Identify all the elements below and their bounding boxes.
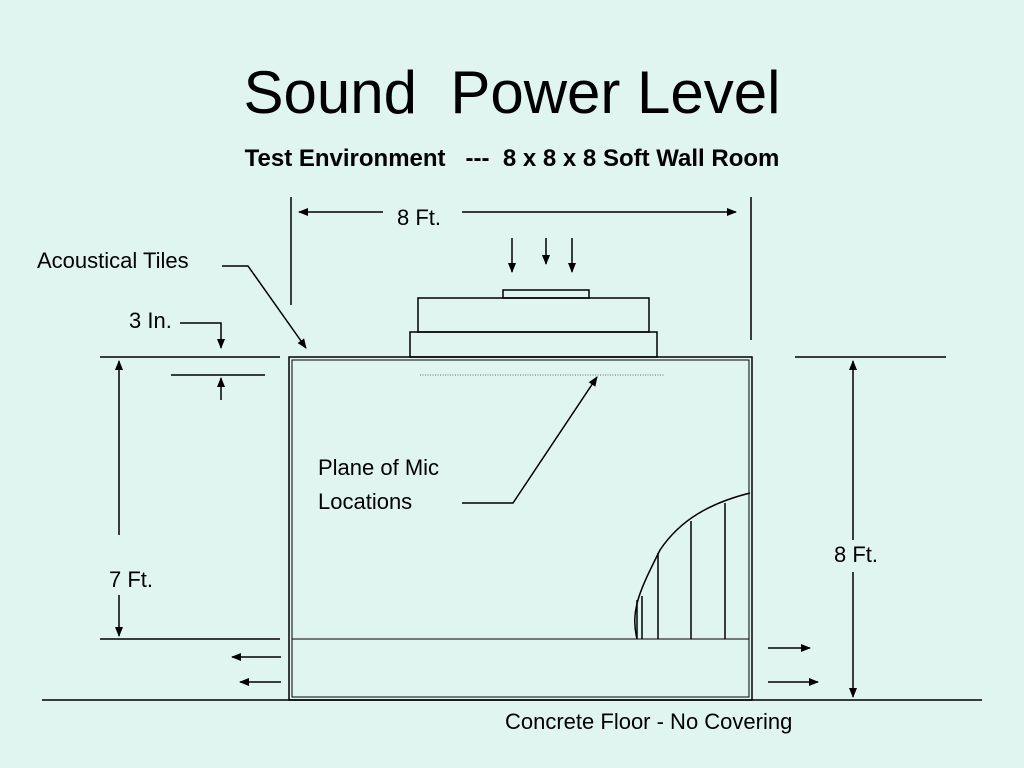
mic-plane-label-line2: Locations [318,489,412,514]
acoustical-tiles-label: Acoustical Tiles [37,248,189,273]
width-dim-label: 8 Ft. [397,205,441,230]
slide-title: Sound Power Level [243,59,781,126]
tile-depth-dimension: 3 In. [129,308,265,400]
floor-label: Concrete Floor - No Covering [505,709,792,734]
corner-baffle [634,492,751,640]
room-height-dimension: 8 Ft. [795,356,946,698]
mic-height-dimension: 7 Ft. [100,356,280,640]
sound-source [409,289,658,358]
room-height-label: 8 Ft. [834,542,878,567]
room-walls [288,356,753,701]
floor-flow-arrows [231,644,819,686]
slide-subtitle: Test Environment --- 8 x 8 x 8 Soft Wall… [244,145,780,172]
width-dimension: 8 Ft. [290,197,752,340]
mic-height-label: 7 Ft. [109,567,153,592]
tile-depth-label: 3 In. [129,308,172,333]
mic-plane-label-line1: Plane of Mic [318,455,439,480]
source-down-arrows [508,238,576,273]
mic-plane-callout: Plane of Mic Locations [318,374,664,514]
acoustical-tiles-callout: Acoustical Tiles [37,248,307,349]
